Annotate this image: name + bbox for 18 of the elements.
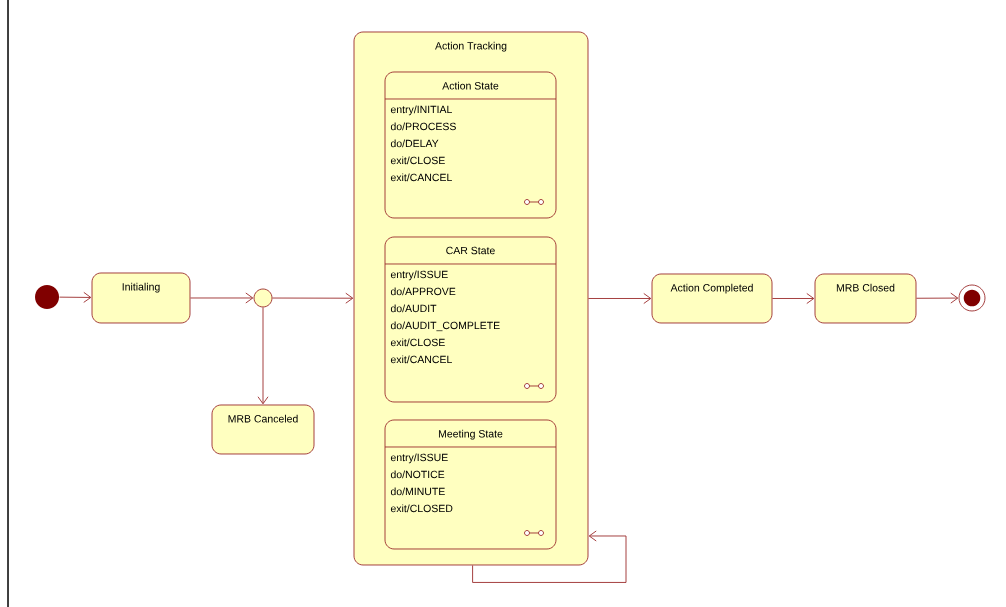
state-box: MRB Canceled bbox=[211, 404, 315, 455]
state-box: Action State entry/INITIAL do/PROCESS do/DELAY exit/CLOSE exit/CANCEL bbox=[384, 71, 557, 219]
arrow bbox=[257, 307, 269, 405]
initial-state-dot bbox=[35, 285, 59, 309]
arrow bbox=[772, 293, 815, 304]
arrow bbox=[59, 291, 92, 303]
arrow bbox=[472, 530, 627, 583]
state-box: Initialing bbox=[91, 272, 191, 324]
junction-circle bbox=[253, 288, 273, 308]
arrow bbox=[588, 293, 652, 304]
state-box: CAR State entry/ISSUE do/APPROVE do/AUDIT do/AUDIT_COMPLETE exit/CLOSE exit/CANCEL bbox=[384, 236, 557, 403]
final-state-circle bbox=[958, 284, 986, 312]
state-box: MRB Closed bbox=[814, 273, 917, 324]
state-box: Action Completed bbox=[651, 273, 773, 324]
arrow bbox=[190, 292, 254, 304]
arrow bbox=[916, 292, 959, 304]
state-box: Meeting State entry/ISSUE do/NOTICE do/MINUTE exit/CLOSED bbox=[384, 419, 557, 550]
arrow bbox=[272, 292, 354, 304]
